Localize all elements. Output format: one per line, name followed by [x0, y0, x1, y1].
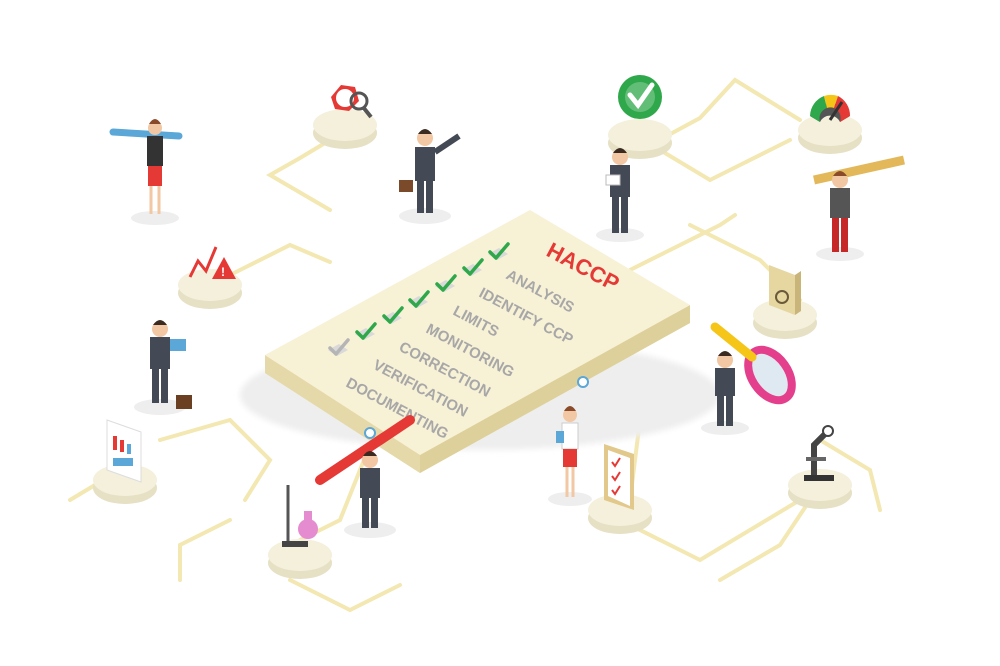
checkbox-icon	[355, 322, 377, 340]
checkboxes	[328, 242, 510, 356]
person-with-tablet	[596, 148, 644, 242]
ruler-icon	[813, 155, 905, 185]
haccp-board: HACCP ANALYSIS IDENTIFY CCP LIMITS MONIT…	[265, 210, 690, 473]
report-chart-icon	[106, 419, 142, 483]
person-with-ruler	[813, 155, 905, 261]
svg-text:!: !	[221, 265, 225, 279]
connector-lines	[68, 77, 882, 613]
briefcase-icon	[399, 180, 413, 192]
laptop-icon	[170, 339, 186, 351]
book-info-icon	[769, 265, 801, 315]
platform	[93, 419, 157, 504]
briefcase-icon	[176, 395, 192, 409]
platform	[608, 75, 672, 159]
person-with-clipboard	[548, 406, 592, 506]
clipboard-icon	[604, 444, 634, 510]
person-with-pencil	[109, 119, 183, 225]
platform	[313, 85, 377, 149]
platform	[798, 94, 862, 154]
checkbox-icon	[488, 242, 510, 260]
checkbox-icon	[408, 290, 430, 308]
platform	[268, 485, 332, 579]
microscope-icon	[804, 425, 834, 481]
person-with-magnifier	[701, 351, 749, 435]
checkbox-icon	[328, 338, 350, 356]
platform	[753, 265, 817, 339]
pencil-icon	[109, 128, 183, 140]
platform	[788, 425, 852, 509]
checkbox-icon	[462, 258, 484, 276]
person-with-laptop	[134, 320, 192, 415]
flask-icon	[282, 485, 318, 547]
platform	[588, 444, 652, 534]
checkbox-icon	[435, 274, 457, 292]
platform: !	[178, 246, 242, 309]
person-with-big-pencil	[315, 415, 415, 538]
person-pointing	[399, 129, 461, 224]
valve-magnifier-icon	[331, 85, 373, 119]
checkmark-badge-icon	[618, 75, 662, 119]
warning-chart-icon: !	[188, 246, 236, 279]
gauge-icon	[810, 94, 851, 122]
checkbox-icon	[382, 306, 404, 324]
pencil-icon	[315, 415, 415, 485]
magnifier-icon	[710, 322, 796, 405]
